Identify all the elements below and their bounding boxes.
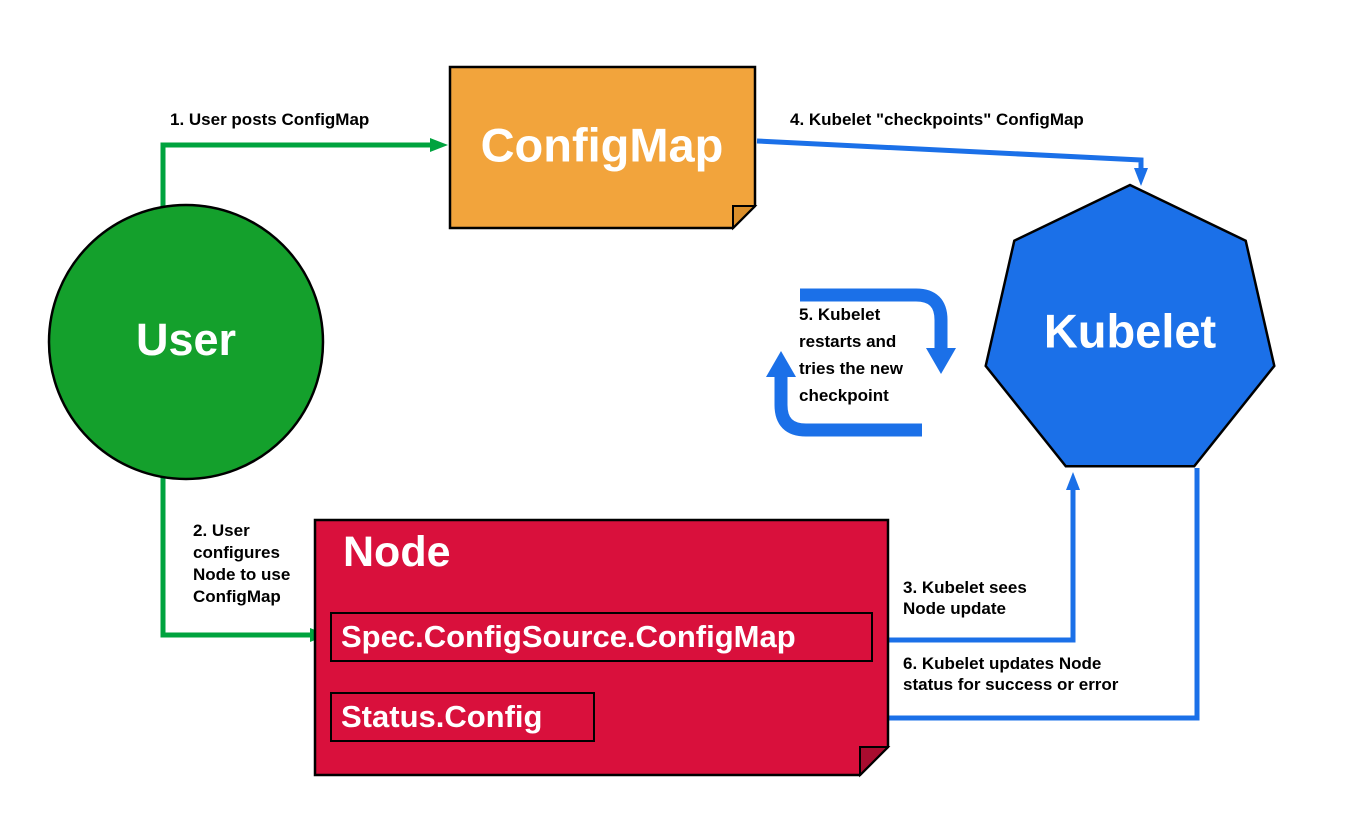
arrow-configmap-to-kubelet [756, 138, 1148, 186]
loop-down-arrowhead-icon [926, 348, 956, 374]
node-note-body [313, 518, 890, 777]
arrow-user-to-configmap [160, 138, 448, 210]
arrow-node-spec-to-kubelet [872, 472, 1080, 643]
node-note [313, 518, 891, 778]
arrow-user-to-node-spec [160, 474, 328, 642]
configmap-note [448, 65, 758, 231]
configmap-note-fold-icon [732, 205, 758, 231]
kubelet-heptagon [984, 183, 1276, 468]
restart-loop-icon [766, 288, 956, 437]
loop-top-segment [800, 288, 948, 350]
loop-up-arrowhead-icon [766, 351, 796, 377]
configmap-note-body [448, 65, 757, 230]
node-note-fold-icon [859, 746, 891, 778]
user-circle [47, 203, 325, 481]
loop-bottom-segment [774, 375, 922, 437]
